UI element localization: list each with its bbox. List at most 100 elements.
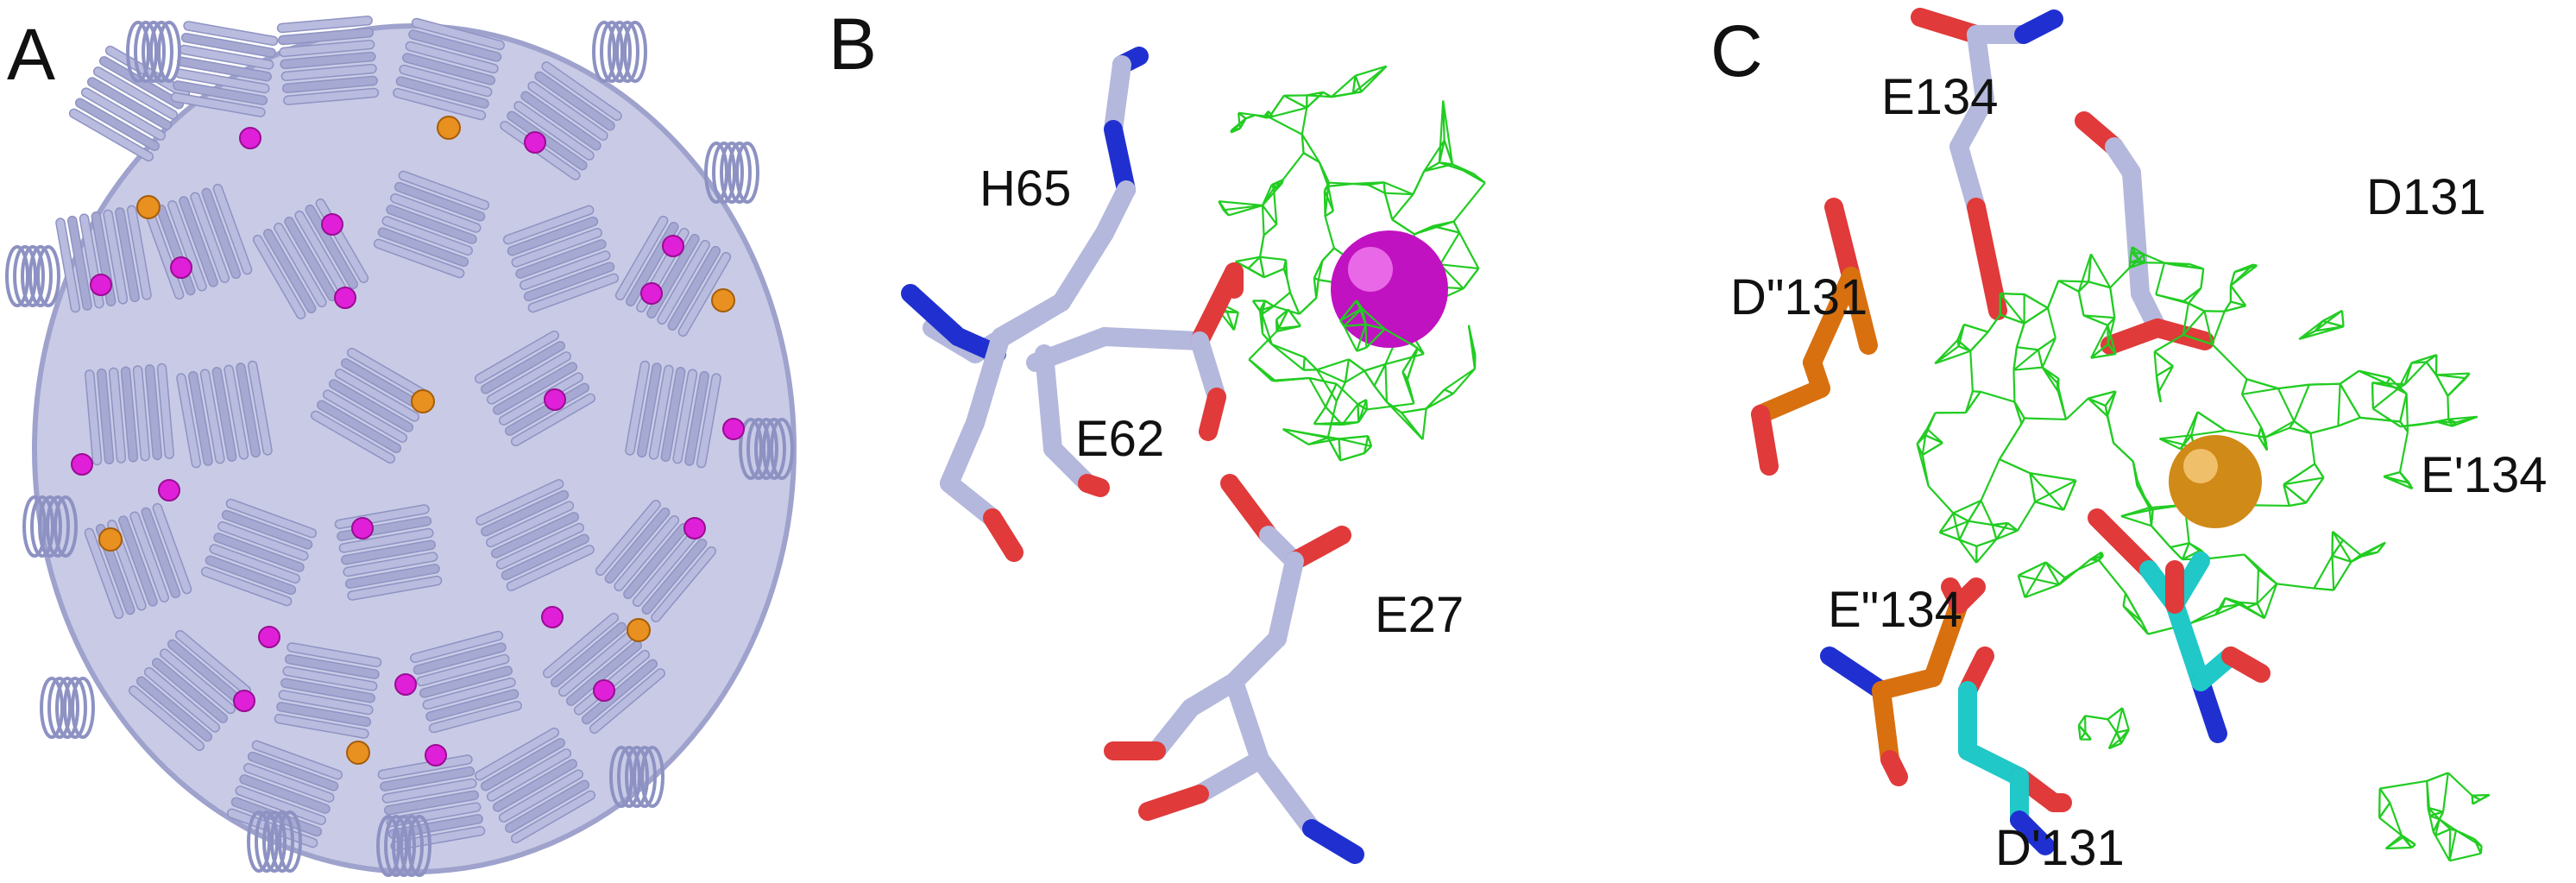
helix-segment: [179, 196, 218, 287]
helix-segment: [501, 533, 589, 581]
mesh-strand: [2079, 731, 2087, 741]
magnesium-ion-sphere: [662, 235, 684, 257]
helix-segment: [381, 216, 473, 256]
mesh-strand: [2077, 725, 2082, 740]
mesh-strand: [2398, 431, 2409, 473]
coil-turn: [384, 815, 408, 877]
mesh-strand: [2427, 807, 2441, 820]
coil-turn: [739, 418, 763, 480]
bond-stick: [1104, 120, 1136, 199]
helix-coil: [376, 815, 431, 877]
mesh-strand: [2155, 293, 2189, 305]
mesh-strand: [2239, 601, 2258, 605]
mesh-strand: [2337, 416, 2361, 427]
helix-bundle: [474, 330, 596, 447]
helix-segment: [132, 365, 151, 462]
mesh-strand: [2129, 258, 2139, 263]
mesh-strand: [2441, 773, 2449, 812]
mesh-strand: [2029, 472, 2065, 511]
magnesium-ion-sphere: [425, 744, 447, 766]
mesh-strand: [2389, 802, 2403, 836]
mesh-strand: [1952, 512, 1969, 522]
mesh-strand: [1968, 500, 1982, 522]
mesh-strand: [1331, 74, 1357, 98]
helix-segment: [504, 779, 590, 833]
helix-segment: [211, 367, 237, 462]
mesh-strand: [1916, 444, 1930, 487]
mesh-strand: [2385, 836, 2405, 849]
helix-segment: [80, 87, 167, 141]
helix-bundle: [474, 727, 596, 844]
mesh-strand: [1261, 205, 1265, 236]
helix-segment: [156, 363, 174, 459]
mesh-strand: [1414, 220, 1454, 236]
mesh-strand: [1259, 255, 1287, 262]
mesh-strand: [2170, 542, 2189, 549]
helix-segment: [641, 538, 708, 615]
helix-segment: [151, 658, 229, 723]
mesh-strand: [1282, 428, 1339, 440]
coil-turn: [5, 245, 29, 307]
mesh-strand: [2258, 435, 2266, 438]
helix-segment: [276, 16, 373, 34]
coil-turn: [40, 677, 64, 739]
helix-segment: [589, 668, 666, 735]
coil-turn: [754, 418, 778, 480]
mesh-strand: [1357, 404, 1360, 423]
bond-stick: [1199, 388, 1226, 441]
mesh-strand: [2372, 407, 2402, 428]
helix-coil: [5, 245, 60, 307]
mesh-strand: [2065, 397, 2089, 420]
mesh-strand: [1343, 307, 1364, 327]
residue-label-e27: E27: [1375, 587, 1464, 643]
mesh-strand: [1251, 300, 1263, 315]
mesh-strand: [1265, 110, 1269, 118]
mesh-strand: [2426, 772, 2449, 782]
mesh-strand: [1328, 182, 1353, 187]
mesh-strand: [2157, 393, 2162, 402]
mesh-strand: [2434, 374, 2449, 397]
mesh-strand: [1969, 350, 1974, 392]
helix-segment: [85, 369, 103, 466]
helix-bundle: [170, 21, 279, 117]
binding-site-c: C E134 D131 D"131 E'134 E"134 D'131: [1710, 8, 2548, 876]
helix-segment: [274, 713, 369, 739]
coil-turn: [255, 810, 279, 873]
bond-stick: [1302, 819, 1364, 864]
mesh-strand: [2429, 815, 2441, 821]
mesh-strand: [2428, 806, 2444, 813]
mesh-strand: [1326, 401, 1338, 438]
mesh-strand: [1317, 260, 1324, 281]
helix-segment: [495, 522, 584, 570]
coil-turn: [262, 810, 287, 873]
mesh-strand: [1357, 399, 1367, 406]
mesh-strand: [1401, 347, 1419, 373]
helix-segment: [377, 754, 473, 780]
mesh-strand: [1382, 182, 1386, 193]
mesh-strand: [1273, 291, 1291, 307]
coil-turn: [720, 142, 744, 204]
mesh-strand: [1261, 313, 1273, 345]
mesh-strand: [2107, 317, 2116, 326]
mesh-strand: [2189, 606, 2223, 625]
mesh-strand: [1259, 300, 1266, 312]
mesh-strand: [1323, 182, 1330, 192]
density-mesh-b-front: [1248, 300, 1419, 426]
helix-segment: [187, 370, 213, 466]
helix-segment: [651, 546, 717, 623]
coil-turn: [608, 21, 632, 83]
mesh-strand: [1326, 437, 1342, 461]
mesh-strand: [2029, 473, 2037, 502]
helix-segment: [490, 512, 580, 558]
mesh-strand: [2332, 531, 2352, 563]
mesh-strand: [1230, 117, 1247, 134]
mesh-strand: [2240, 378, 2248, 395]
helix-segment: [474, 330, 560, 384]
mesh-strand: [2472, 794, 2481, 801]
mesh-strand: [2256, 583, 2277, 605]
bond-stick: [2221, 646, 2271, 683]
mesh-strand: [1316, 358, 1350, 371]
helix-segment: [657, 239, 710, 325]
helix-segment: [224, 364, 249, 460]
